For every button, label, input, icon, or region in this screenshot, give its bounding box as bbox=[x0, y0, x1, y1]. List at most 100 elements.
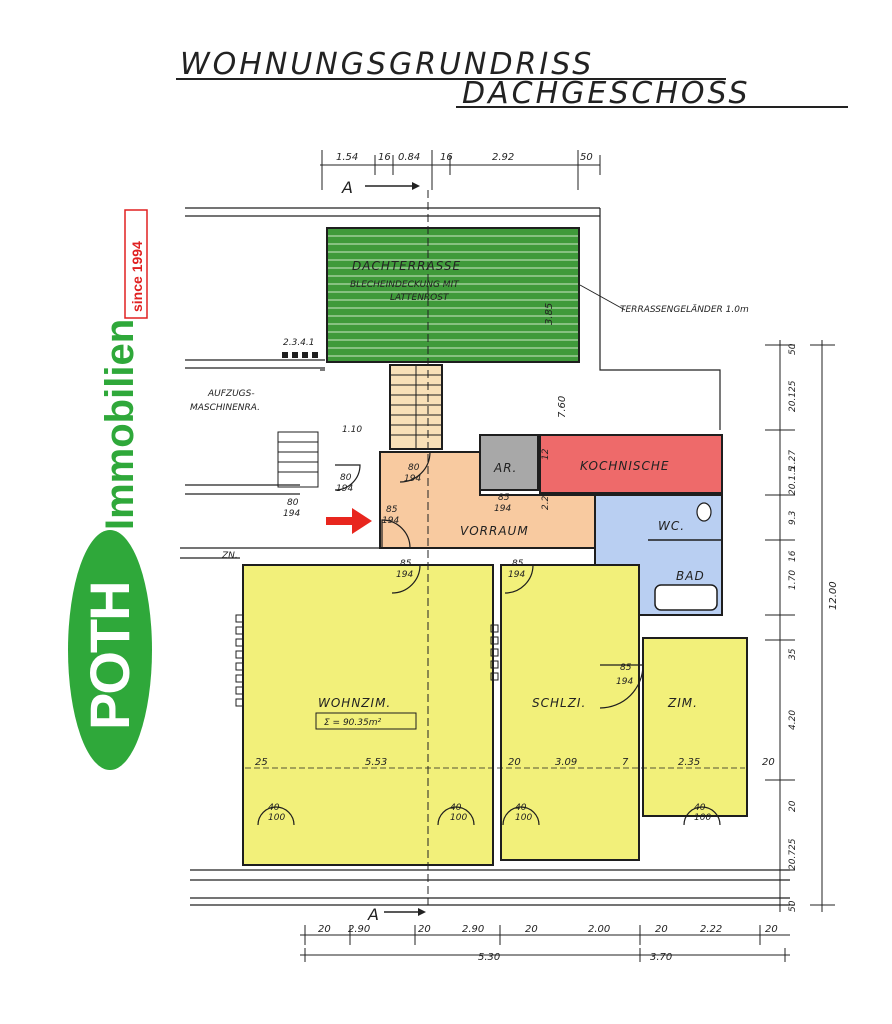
dim-inner-7: 20 bbox=[762, 757, 775, 768]
plan-title-line1: WOHNUNGSGRUNDRISS bbox=[180, 47, 594, 82]
dim-right-11: 20.725 bbox=[788, 838, 798, 870]
dim-top-3: 0.84 bbox=[398, 152, 420, 163]
label-aufzug-2: MASCHINENRA. bbox=[190, 403, 260, 413]
door-swings bbox=[257, 451, 721, 826]
dim-bottom-5: 20 bbox=[525, 924, 538, 935]
dim-inner-3: 20 bbox=[508, 757, 521, 768]
room-schlafzimmer bbox=[500, 564, 640, 861]
dim-top-1: 1.54 bbox=[336, 152, 358, 163]
door-d5-w: 85 bbox=[400, 559, 412, 569]
toilet bbox=[696, 502, 712, 522]
window-w4-h: 100 bbox=[694, 813, 711, 823]
dim-inner-5: 7 bbox=[622, 757, 629, 768]
dim-bottom-1: 20 bbox=[318, 924, 331, 935]
logo-since: since 1994 bbox=[129, 241, 145, 312]
dim-bottom-9: 20 bbox=[765, 924, 778, 935]
window-w3-h: 100 bbox=[515, 813, 532, 823]
stair-treads bbox=[390, 365, 442, 449]
door-d1-w: 80 bbox=[408, 463, 420, 473]
door-d4-h: 194 bbox=[283, 509, 300, 519]
railing-leader bbox=[579, 284, 626, 311]
label-terrace-note-1: BLECHEINDECKUNG MIT bbox=[350, 280, 460, 290]
label-area: Σ = 90.35m² bbox=[324, 718, 381, 728]
window-markers-left bbox=[235, 614, 244, 707]
label-zn: ZN. bbox=[221, 551, 238, 561]
logo-ellipse bbox=[68, 530, 152, 770]
label-ar: AR. bbox=[493, 461, 517, 475]
window-markers-mid bbox=[490, 624, 499, 681]
label-misc-1: 2.3.4.1 bbox=[283, 338, 315, 348]
label-bad: BAD bbox=[676, 569, 705, 583]
dim-right-2: 20.125 bbox=[788, 380, 798, 412]
right-dimensions bbox=[765, 340, 835, 912]
door-d2-w: 80 bbox=[340, 473, 352, 483]
dim-right-total: 12.00 bbox=[828, 581, 839, 610]
label-kochnische: KOCHNISCHE bbox=[580, 459, 670, 473]
door-d6-w: 85 bbox=[512, 559, 524, 569]
dim-misc-22: 2.2 bbox=[541, 495, 551, 510]
plan-title-line2: DACHGESCHOSS bbox=[462, 76, 751, 111]
dim-bottom-total-2: 3.70 bbox=[650, 952, 672, 963]
dim-stair-depth: 7.60 bbox=[557, 396, 568, 418]
dim-top-2: 16 bbox=[378, 152, 391, 163]
window-row-aufzug bbox=[282, 352, 318, 358]
room-wohnzimmer bbox=[242, 564, 494, 866]
logo-since-badge bbox=[124, 209, 148, 319]
dim-right-4: 20.1.5 bbox=[788, 466, 798, 495]
logo-word: Immobilien bbox=[98, 319, 142, 530]
window-w4-w: 40 bbox=[694, 803, 706, 813]
dim-inner-4: 3.09 bbox=[555, 757, 577, 768]
label-schlzi: SCHLZI. bbox=[532, 696, 586, 710]
room-kochnische bbox=[539, 434, 723, 494]
dim-right-9: 4.20 bbox=[788, 710, 798, 730]
dim-top-6: 50 bbox=[580, 152, 593, 163]
section-arrowhead-bottom bbox=[418, 908, 426, 916]
dim-top-5: 2.92 bbox=[492, 152, 514, 163]
top-dimensions bbox=[320, 150, 601, 190]
door-d4-w: 80 bbox=[287, 498, 299, 508]
label-wc: WC. bbox=[658, 519, 685, 533]
dim-bottom-total-1: 5.30 bbox=[478, 952, 500, 963]
entrance-arrow-head bbox=[352, 508, 372, 534]
dim-bottom-4: 2.90 bbox=[462, 924, 484, 935]
label-aufzug-1: AUFZUGS- bbox=[207, 389, 255, 399]
label-wohnzim: WOHNZIM. bbox=[318, 696, 391, 710]
dim-bottom-7: 20 bbox=[655, 924, 668, 935]
entrance-arrow-shaft bbox=[326, 517, 356, 525]
door-d6-h: 194 bbox=[508, 570, 525, 580]
door-d8-h: 194 bbox=[494, 504, 511, 514]
window-w2-h: 100 bbox=[450, 813, 467, 823]
dim-top-4: 16 bbox=[440, 152, 453, 163]
dim-misc-12: 12 bbox=[541, 448, 551, 460]
door-d5-h: 194 bbox=[396, 570, 413, 580]
dim-terrace-depth: 3.85 bbox=[544, 303, 555, 325]
room-abstellraum bbox=[479, 434, 539, 491]
door-d7-w: 85 bbox=[620, 663, 632, 673]
label-zim: ZIM. bbox=[667, 696, 698, 710]
door-d8-w: 85 bbox=[498, 493, 510, 503]
dim-bottom-2: 2.90 bbox=[348, 924, 370, 935]
door-d7-h: 194 bbox=[616, 677, 633, 687]
dim-inner-2: 5.53 bbox=[365, 757, 387, 768]
dim-right-1: 50 bbox=[788, 343, 798, 355]
dim-right-7: 16 bbox=[788, 550, 798, 562]
dim-right-3: 1.27 bbox=[788, 450, 798, 470]
dim-right-6: 1.70 bbox=[788, 570, 798, 590]
section-arrowhead-top bbox=[412, 182, 420, 190]
window-w2-w: 40 bbox=[450, 803, 462, 813]
building-outline bbox=[180, 207, 790, 906]
room-dachterrasse bbox=[326, 227, 580, 363]
label-terrace-note-2: LATTENROST bbox=[390, 293, 450, 303]
label-dachterrasse: DACHTERRASSE bbox=[352, 259, 461, 273]
dim-right-8: 35 bbox=[788, 648, 798, 660]
door-d3-w: 85 bbox=[386, 505, 398, 515]
dim-bottom-3: 20 bbox=[418, 924, 431, 935]
window-w1-w: 40 bbox=[268, 803, 280, 813]
left-stair bbox=[277, 431, 319, 488]
note-terrassengelaender: TERRASSENGELÄNDER 1.0m bbox=[620, 304, 749, 315]
dim-bottom-6: 2.00 bbox=[588, 924, 610, 935]
dim-right-5: 9.3 bbox=[788, 510, 798, 525]
terrace-hatching bbox=[328, 235, 578, 357]
logo-brand: POTH bbox=[78, 582, 141, 730]
